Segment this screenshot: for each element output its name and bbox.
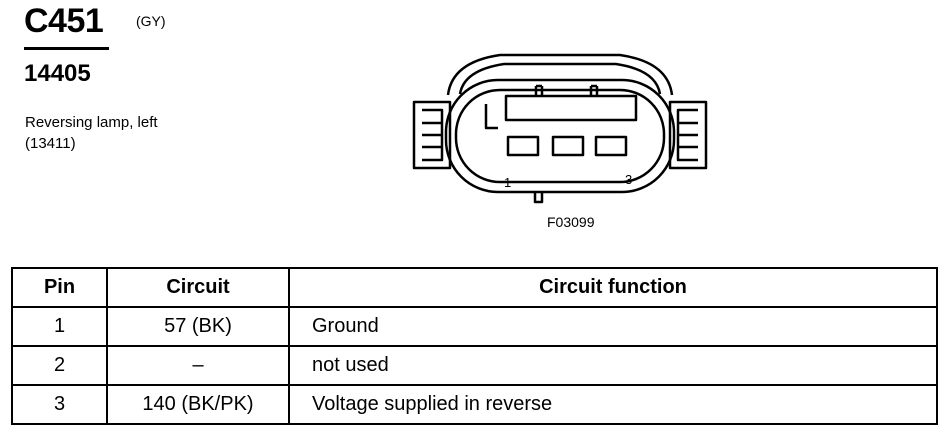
pin-cavity-2: [551, 135, 585, 157]
cell-circuit: 140 (BK/PK): [106, 384, 290, 425]
pin-cavity-3: [594, 135, 628, 157]
part-number: 14405: [24, 60, 91, 87]
table-row: 3 140 (BK/PK) Voltage supplied in revers…: [11, 384, 938, 425]
connector-description: Reversing lamp, left: [25, 114, 158, 131]
connector-color-code: (GY): [136, 13, 166, 29]
figure-id: F03099: [547, 214, 595, 230]
pin-number-label-1: 1: [504, 175, 511, 190]
connector-id-underline: [24, 47, 109, 50]
connector-id: C451: [24, 2, 104, 40]
cell-function: Ground: [288, 306, 938, 347]
connector-reference-number: (13411): [25, 135, 76, 152]
connector-housing-outer: [444, 78, 676, 194]
latch-slot: [504, 94, 638, 122]
pin-number-label-3: 3: [625, 172, 632, 187]
cell-function: not used: [288, 345, 938, 386]
cell-circuit: 57 (BK): [106, 306, 290, 347]
table-row: 1 57 (BK) Ground: [11, 306, 938, 347]
cell-function: Voltage supplied in reverse: [288, 384, 938, 425]
cell-circuit: –: [106, 345, 290, 386]
connector-latch-arch: [446, 53, 674, 96]
connector-face-diagram: 1 3: [412, 53, 708, 204]
table-row: 2 – not used: [11, 345, 938, 386]
cell-pin: 1: [11, 306, 108, 347]
cell-pin: 3: [11, 384, 108, 425]
left-lock-tab: [412, 100, 452, 170]
table-header-row: Pin Circuit Circuit function: [11, 267, 938, 308]
connector-housing-inner: [454, 88, 666, 184]
header-pin: Pin: [11, 267, 108, 308]
pin-circuit-table: Pin Circuit Circuit function 1 57 (BK) G…: [11, 267, 938, 425]
bottom-key-tab: [533, 192, 544, 204]
connector-latch-arch-inner: [458, 62, 662, 95]
cell-pin: 2: [11, 345, 108, 386]
header-circuit-function: Circuit function: [288, 267, 938, 308]
header-circuit: Circuit: [106, 267, 290, 308]
right-lock-tab: [668, 100, 708, 170]
pin-cavity-1: [506, 135, 540, 157]
polarization-key: [484, 104, 498, 130]
